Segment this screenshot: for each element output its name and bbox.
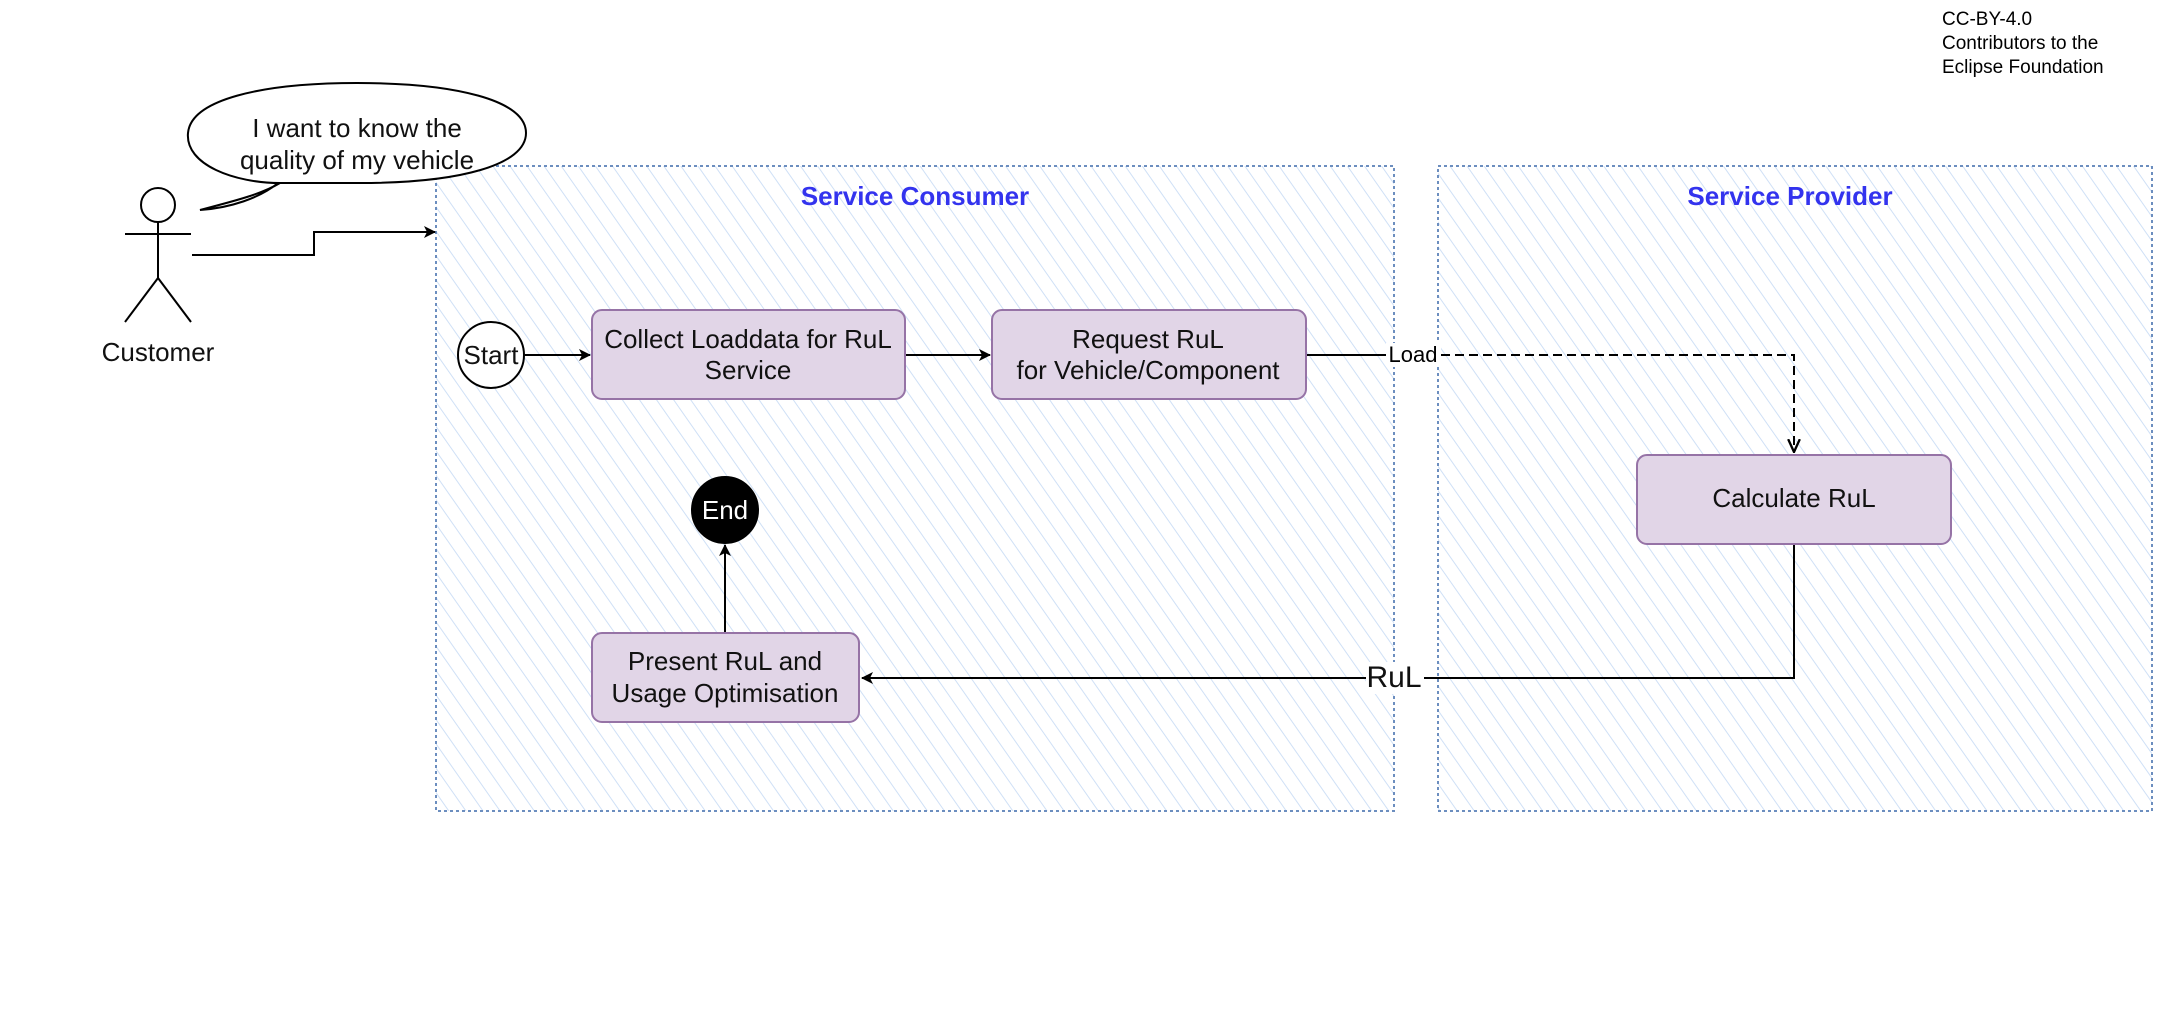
request-line-1: Request RuL bbox=[1072, 324, 1224, 354]
present-line-1: Present RuL and bbox=[628, 646, 822, 676]
request-line-2: for Vehicle/Component bbox=[1016, 355, 1280, 385]
start-node[interactable]: Start bbox=[457, 321, 525, 389]
actor-label: Customer bbox=[102, 337, 215, 367]
end-node[interactable]: End bbox=[691, 476, 759, 544]
actor-to-consumer-edge bbox=[192, 226, 436, 256]
bubble-line-1: I want to know the bbox=[252, 113, 462, 143]
license-line-2: Contributors to the bbox=[1942, 33, 2098, 54]
stick-figure-icon bbox=[124, 187, 192, 323]
start-label: Start bbox=[464, 340, 520, 370]
collect-loaddata-activity[interactable]: Collect Loaddata for RuL Service bbox=[591, 309, 906, 400]
present-line-2: Usage Optimisation bbox=[612, 678, 839, 708]
rul-edge-label: RuL bbox=[1366, 661, 1421, 694]
collect-line-1: Collect Loaddata for RuL bbox=[604, 324, 892, 354]
bubble-line-2: quality of my vehicle bbox=[240, 145, 474, 175]
license-line-3: Eclipse Foundation bbox=[1942, 57, 2104, 78]
calculate-line-1: Calculate RuL bbox=[1712, 483, 1875, 513]
calculate-to-present-edge: RuL bbox=[861, 545, 1795, 694]
lane-service-consumer[interactable]: Service Consumer bbox=[435, 165, 1395, 812]
license-note: CC-BY-4.0 Contributors to the Eclipse Fo… bbox=[1942, 9, 2104, 78]
request-rul-activity[interactable]: Request RuL for Vehicle/Component bbox=[991, 309, 1307, 400]
present-rul-activity[interactable]: Present RuL and Usage Optimisation bbox=[591, 632, 860, 723]
lane-title-consumer: Service Consumer bbox=[801, 181, 1029, 211]
lane-title-provider: Service Provider bbox=[1687, 181, 1892, 211]
license-line-1: CC-BY-4.0 bbox=[1942, 9, 2032, 30]
calculate-rul-activity[interactable]: Calculate RuL bbox=[1636, 454, 1952, 545]
request-to-calculate-edge: Load bbox=[1307, 342, 1794, 452]
end-label: End bbox=[702, 495, 748, 525]
customer-actor[interactable]: Customer bbox=[102, 187, 215, 367]
collect-line-2: Service bbox=[705, 355, 792, 385]
speech-bubble: I want to know the quality of my vehicle bbox=[186, 81, 528, 211]
load-edge-label: Load bbox=[1389, 342, 1438, 367]
